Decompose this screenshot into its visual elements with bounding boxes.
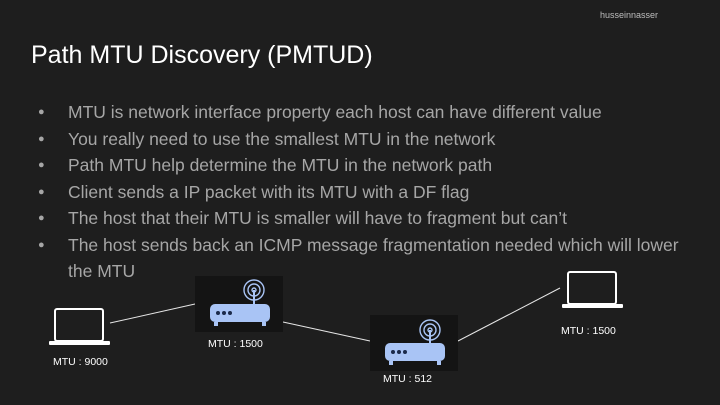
bullet-list: MTU is network interface property each h… (36, 99, 696, 285)
bullet-item: The host sends back an ICMP message frag… (36, 232, 696, 285)
network-links (109, 287, 561, 342)
link-router2-server (457, 287, 561, 342)
bullet-item: MTU is network interface property each h… (36, 99, 696, 126)
bullet-item: The host that their MTU is smaller will … (36, 205, 696, 232)
laptop-icon (49, 308, 110, 345)
link-router1-router2 (282, 321, 371, 342)
slide-title: Path MTU Discovery (PMTUD) (31, 41, 373, 69)
bullet-item: Path MTU help determine the MTU in the n… (36, 152, 696, 179)
router2-mtu-label: MTU : 512 (383, 373, 433, 385)
router-icon (370, 315, 458, 371)
client-mtu-label: MTU : 9000 (53, 356, 108, 368)
bullet-item: Client sends a IP packet with its MTU wi… (36, 179, 696, 206)
watermark: husseinnasser (600, 10, 659, 20)
router1-mtu-label: MTU : 1500 (208, 338, 263, 350)
server-mtu-label: MTU : 1500 (561, 325, 616, 337)
bullet-item: You really need to use the smallest MTU … (36, 126, 696, 153)
link-client-router1 (109, 303, 196, 324)
